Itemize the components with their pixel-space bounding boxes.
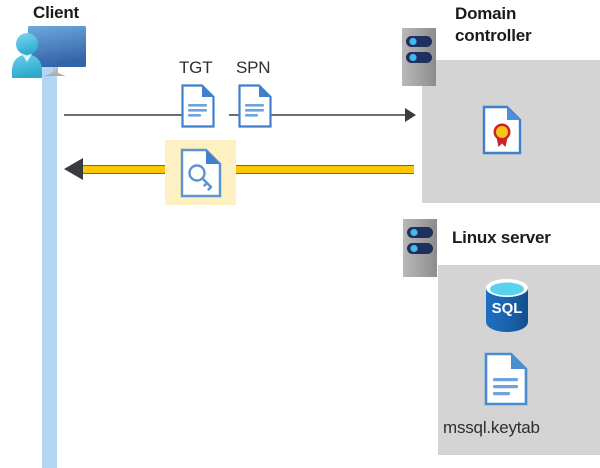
client-workstation-icon [8,24,100,86]
keytab-document-icon [484,352,528,406]
domain-controller-server-rack-icon [402,28,440,90]
reply-arrow-segment-right [232,165,414,174]
page-title-client: Client [33,3,80,22]
sql-database-icon: SQL [481,278,533,332]
tgt-label: TGT [179,58,213,77]
request-arrow-head-icon [405,108,416,122]
linux-server-rack-icon [403,219,441,281]
svg-text:SQL: SQL [492,300,523,317]
key-document-icon [180,148,222,198]
tgt-document-icon [181,84,215,128]
spn-document-icon [238,84,272,128]
page-title-domain-controller: Domain controller [455,4,532,45]
spn-label: SPN [236,58,271,77]
request-line-segment-right [229,114,407,116]
reply-arrow-head-icon [64,158,83,180]
page-title-linux-server: Linux server [452,228,551,247]
keytab-file-caption: mssql.keytab [443,418,540,437]
reply-arrow-segment-left [81,165,169,174]
certificate-document-icon [482,105,522,155]
request-line-segment-left [64,114,186,116]
client-lifeline [42,62,57,468]
